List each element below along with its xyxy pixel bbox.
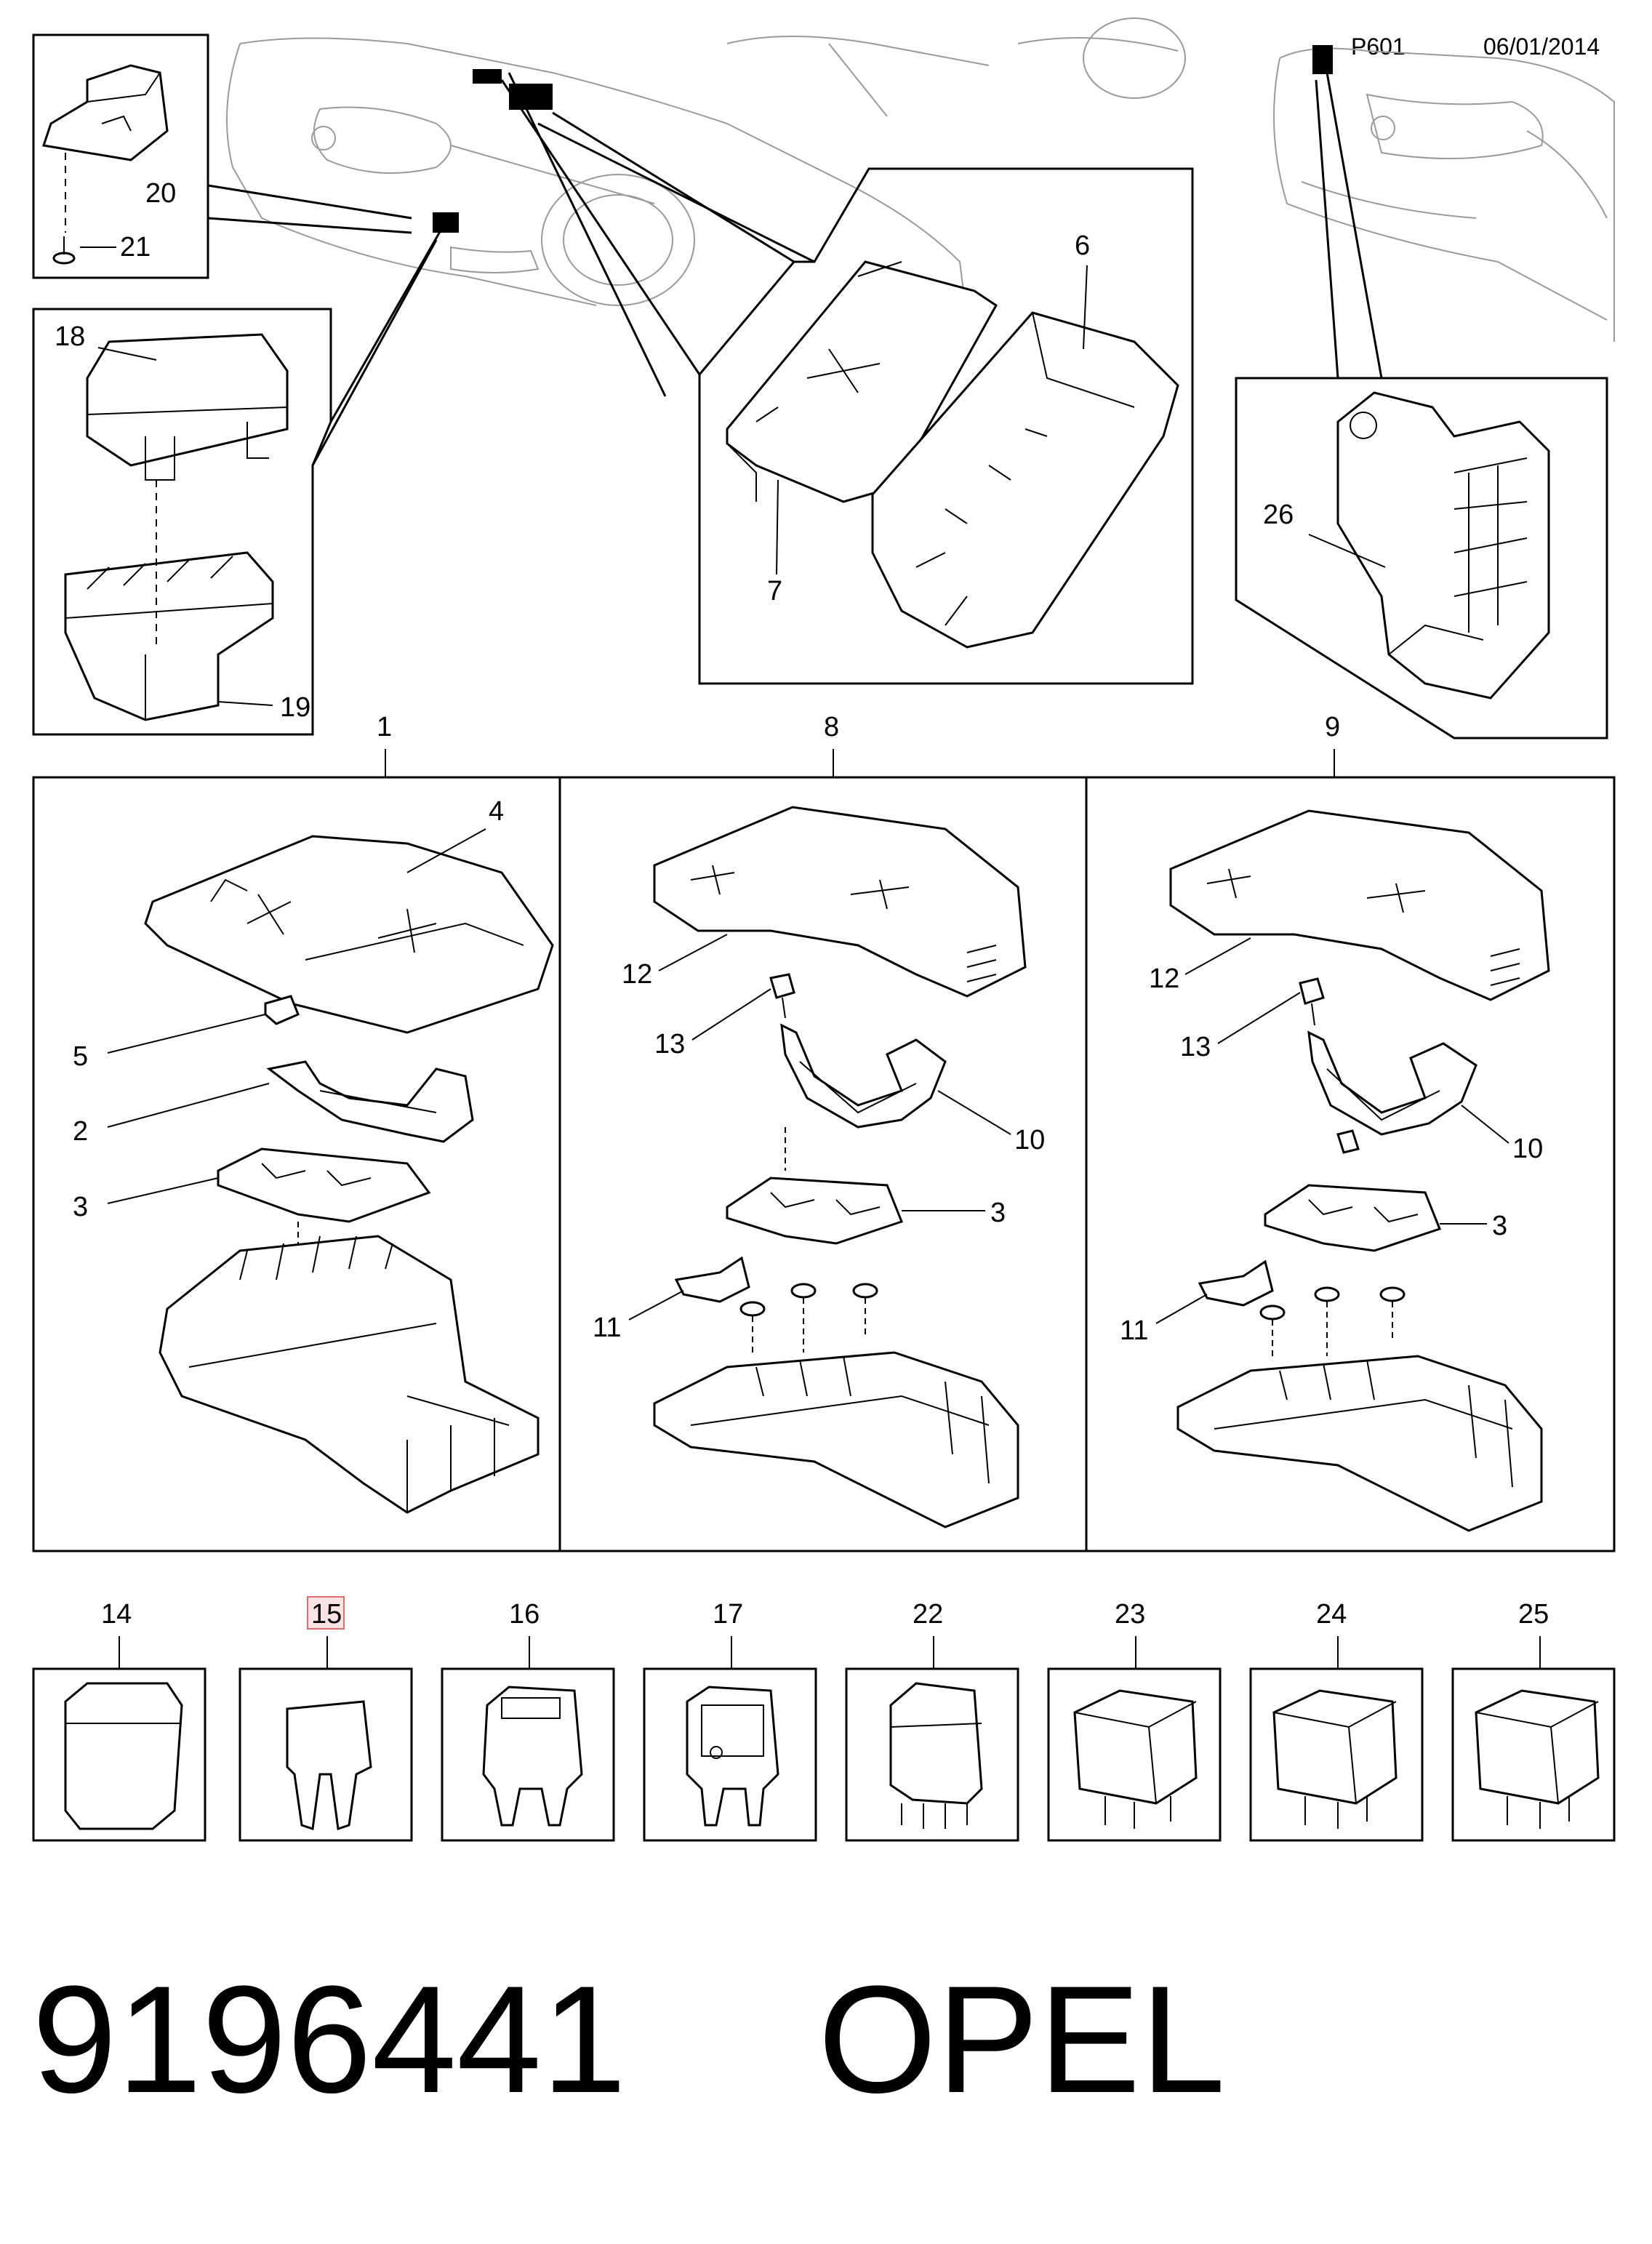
callout-3-p9: 3 — [1492, 1211, 1507, 1241]
callout-5: 5 — [73, 1041, 88, 1072]
part-16[interactable]: 16 — [441, 1599, 615, 1842]
callout-19: 19 — [280, 692, 310, 723]
part-15[interactable]: 15 — [238, 1596, 413, 1842]
cover-12-p8 — [653, 806, 1027, 998]
part-23-label: 23 — [1115, 1599, 1145, 1630]
part-24[interactable]: 24 — [1249, 1599, 1424, 1842]
callout-6: 6 — [1075, 231, 1090, 261]
part-17[interactable]: 17 — [643, 1599, 817, 1842]
callout-2: 2 — [73, 1116, 88, 1147]
diagram-code: P601 — [1351, 33, 1406, 60]
callout-26: 26 — [1263, 500, 1294, 530]
holder-base-19 — [64, 551, 274, 721]
part-15-highlight — [307, 1596, 345, 1630]
parts-row: 14 15 16 17 — [32, 1596, 1616, 1842]
callout-10-p8: 10 — [1014, 1125, 1045, 1155]
cover-4 — [144, 835, 554, 1034]
callout-3-p8: 3 — [990, 1198, 1006, 1228]
part-25[interactable]: 25 — [1451, 1599, 1616, 1842]
fusebox-base-p1 — [159, 1235, 540, 1514]
callout-7: 7 — [767, 576, 782, 606]
cable-10-p9 — [1307, 1030, 1477, 1154]
cable-10-p8 — [780, 1023, 947, 1129]
bolt-13-p9 — [1299, 977, 1325, 1026]
vehicle-rear-sketch — [1273, 47, 1615, 342]
vehicle-front-sketch — [226, 17, 1186, 321]
bolt-13-p8 — [769, 973, 795, 1019]
panel-assembly-8: 12 13 10 3 11 — [593, 806, 1045, 1528]
callout-9: 9 — [1325, 712, 1340, 742]
component-marker-front — [433, 69, 553, 233]
part-14[interactable]: 14 — [32, 1599, 206, 1842]
part-24-label: 24 — [1316, 1599, 1347, 1630]
component-marker-rear — [1312, 45, 1333, 74]
busbar-3-p8 — [726, 1177, 903, 1245]
callout-3-p1: 3 — [73, 1192, 88, 1222]
assembly-panels: 1 8 9 — [32, 712, 1616, 1552]
part-17-label: 17 — [713, 1599, 743, 1630]
diagram-date: 06/01/2014 — [1483, 33, 1600, 60]
callout-12-p8: 12 — [622, 959, 652, 990]
callout-1: 1 — [377, 712, 392, 742]
busbar-3-p9 — [1264, 1184, 1441, 1252]
cable-2 — [266, 1060, 474, 1143]
busbar-3-p1 — [217, 1147, 431, 1223]
part-22-label: 22 — [913, 1599, 943, 1630]
callout-18: 18 — [55, 321, 85, 352]
callout-13-p9: 13 — [1180, 1032, 1211, 1062]
cover-12-p9 — [1169, 809, 1550, 1001]
callout-21: 21 — [120, 232, 151, 263]
holder-cover-18 — [86, 333, 289, 481]
callout-10-p9: 10 — [1512, 1134, 1543, 1164]
inset-fusebox-cover-box: 6 7 — [698, 167, 1194, 685]
part-16-label: 16 — [509, 1599, 540, 1630]
screw-21 — [52, 236, 76, 265]
part-14-label: 14 — [101, 1599, 132, 1630]
studs-p8 — [739, 1283, 878, 1353]
inset-fuse-holder-box: 18 19 — [32, 308, 332, 736]
part-15-label: 15 — [311, 1599, 342, 1630]
panel-assembly-1: 4 5 2 3 — [73, 796, 554, 1514]
leader-lines — [207, 45, 1383, 466]
fusebox-base-p9 — [1176, 1355, 1543, 1532]
bracket-11-p9 — [1198, 1259, 1274, 1307]
fusebox-base-p8 — [653, 1351, 1019, 1528]
bracket-11-p8 — [674, 1256, 750, 1303]
brand-title: OPEL — [818, 1954, 1226, 2125]
inset-bracket-box: 20 21 — [32, 33, 209, 279]
relay-block-26 — [1336, 391, 1550, 700]
panel-assembly-9: 12 13 10 3 11 — [1120, 809, 1550, 1532]
callout-11-p9: 11 — [1120, 1315, 1148, 1346]
callout-8: 8 — [824, 712, 839, 742]
part-22[interactable]: 22 — [845, 1599, 1019, 1842]
part-number-title: 9196441 — [32, 1954, 627, 2125]
part-25-label: 25 — [1518, 1599, 1549, 1630]
box-6 — [871, 311, 1179, 649]
cover-7 — [726, 260, 998, 503]
callout-20: 20 — [145, 178, 176, 209]
callout-4: 4 — [489, 796, 504, 827]
part-23[interactable]: 23 — [1047, 1599, 1222, 1842]
callout-12-p9: 12 — [1149, 963, 1179, 994]
nut-5 — [264, 995, 300, 1025]
inset-rear-block-box: 26 — [1235, 377, 1608, 740]
callout-13-p8: 13 — [654, 1029, 685, 1059]
callout-11-p8: 11 — [593, 1313, 621, 1343]
studs-p9 — [1259, 1286, 1406, 1356]
